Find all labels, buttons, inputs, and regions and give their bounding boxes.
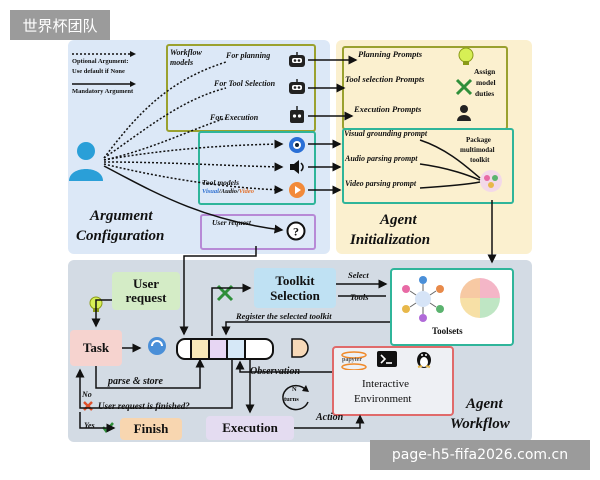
- agent-initialization-title-2: Initialization: [350, 232, 431, 248]
- tool-models-modalities: Visual/Audio/Video: [202, 188, 255, 195]
- assign-duties-2: model: [476, 78, 496, 87]
- action-label: Action: [316, 412, 344, 423]
- agent-workflow-title-1: Agent: [466, 396, 503, 412]
- execution-prompts-label: Execution Prompts: [354, 104, 422, 114]
- linux-icon: [414, 349, 434, 369]
- tools-icon: [455, 78, 473, 96]
- legend-mandatory: Mandatory Argument: [72, 88, 134, 95]
- agent-workflow-title-2: Workflow: [450, 416, 510, 432]
- workflow-models-label: Workflow models: [170, 48, 202, 67]
- finish-box: Finish: [120, 418, 182, 440]
- n-turns-2: turns: [284, 396, 299, 403]
- question-icon: ?: [286, 221, 306, 241]
- select-tools-2: Tools: [350, 292, 369, 302]
- user-person-icon: [66, 140, 106, 182]
- argument-configuration-title-2: Configuration: [76, 228, 165, 244]
- user-request-box: User request: [112, 272, 180, 310]
- is-finished-label: User request is finished?: [98, 401, 190, 411]
- eye-icon: [288, 136, 306, 154]
- workflow-lightbulb-icon: [88, 296, 104, 314]
- watermark-top: 世界杯团队: [10, 10, 110, 40]
- robot-icon-planning: [288, 52, 306, 68]
- audio-parsing-prompt-label: Audio parsing prompt: [345, 154, 418, 163]
- package-toolkit-3: toolkit: [470, 156, 490, 164]
- toolset-pie-icon: [458, 276, 502, 320]
- person-duty-icon: [456, 104, 472, 122]
- toolset-cluster-icon: [398, 274, 448, 324]
- agent-initialization-title-1: Agent: [380, 212, 417, 228]
- for-tool-selection-label: For Tool Selection: [214, 79, 276, 88]
- watermark-bottom: page-h5-fifa2026.com.cn: [370, 440, 590, 470]
- robot-icon-tool-selection: [288, 79, 306, 95]
- terminal-icon: [376, 350, 398, 368]
- for-execution-label: For Execution: [210, 113, 259, 122]
- tool-selection-prompts-label: Tool selection Prompts: [345, 74, 425, 84]
- queue-head-icon: [290, 337, 310, 359]
- for-planning-label: For planning: [226, 51, 271, 60]
- tool-prompts-box: [342, 128, 514, 204]
- yes-label: Yes: [84, 421, 95, 430]
- legend-optional-1: Optional Argument:: [72, 58, 129, 65]
- queue-slot-5: [244, 340, 272, 358]
- toolsets-label: Toolsets: [432, 326, 463, 336]
- memory-sync-icon: [146, 336, 168, 356]
- svg-text:?: ?: [293, 225, 299, 239]
- video-play-icon: [288, 181, 306, 199]
- cross-icon: [82, 400, 94, 412]
- package-toolkit-1: Package: [466, 136, 491, 144]
- n-turns-loop-icon: [278, 382, 312, 414]
- video-parsing-prompt-label: Video parsing prompt: [345, 179, 417, 188]
- legend-optional-2: Use default if None: [72, 68, 125, 75]
- visual-grounding-prompt-label: Visual grounding prompt: [344, 129, 428, 138]
- interactive-env-1: Interactive: [362, 378, 410, 390]
- register-toolkit-label: Register the selected toolkit: [236, 311, 332, 321]
- speaker-icon: [288, 158, 306, 176]
- execution-box: Execution: [206, 416, 294, 440]
- toolkit-selection-box: Toolkit Selection: [254, 268, 336, 308]
- multimodal-toolkit-icon: [478, 168, 504, 194]
- task-box: Task: [70, 330, 122, 366]
- jupyter-icon: [340, 350, 368, 370]
- workflow-tools-icon: [216, 284, 234, 302]
- assign-duties-1: Assign: [474, 67, 496, 76]
- n-turns-1: N: [292, 386, 297, 393]
- queue-slot-2: [190, 340, 208, 358]
- lightbulb-icon: [457, 47, 475, 67]
- argument-configuration-title-1: Argument: [90, 208, 153, 224]
- select-tools-1: Select: [348, 270, 369, 280]
- package-toolkit-2: multimodal: [460, 146, 495, 154]
- memory-queue: [176, 338, 274, 360]
- observation-label: Observation: [250, 366, 300, 377]
- tool-models-label: Tool models: [202, 178, 240, 187]
- robot-icon-execution: [288, 106, 306, 124]
- user-request-arg-label: User request: [212, 218, 251, 227]
- assign-duties-3: duties: [475, 89, 495, 98]
- no-label: No: [82, 390, 92, 399]
- queue-slot-1: [178, 340, 190, 358]
- queue-slot-3: [208, 340, 226, 358]
- planning-prompts-label: Planning Prompts: [358, 49, 423, 59]
- queue-slot-4: [226, 340, 244, 358]
- parse-store-label: parse & store: [108, 376, 163, 387]
- interactive-env-2: Environment: [354, 393, 412, 405]
- papyter-label: papyter: [342, 357, 362, 363]
- check-icon: [101, 421, 115, 433]
